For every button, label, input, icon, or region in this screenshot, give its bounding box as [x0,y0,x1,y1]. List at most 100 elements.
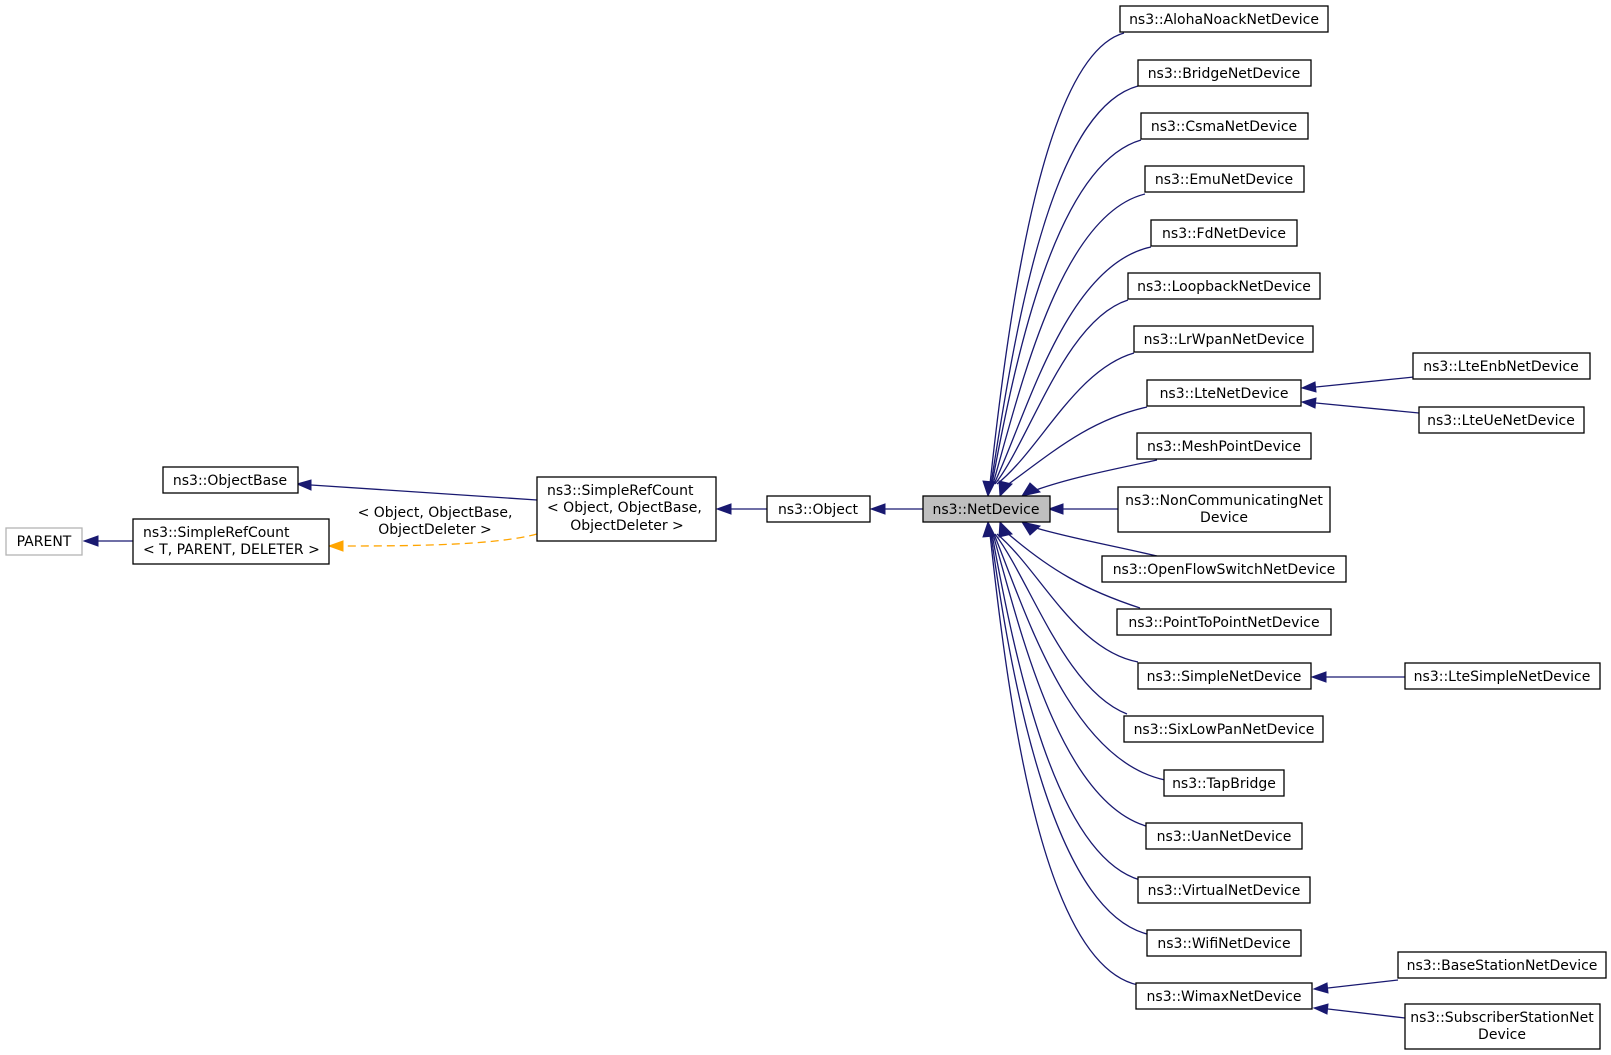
edge-simplerefcount-obj-to-objectbase [310,484,538,501]
edge-subscriber-to-wimax [1327,1008,1406,1019]
edge-virtual-to-netdevice [991,533,1141,881]
arrow-head-icon [1047,503,1064,515]
node-uan[interactable]: ns3::UanNetDevice [1145,822,1303,850]
node-label: ns3::Object [778,502,859,518]
node-label: ns3::TapBridge [1172,776,1276,792]
arrow-head-icon [1020,482,1042,497]
node-label: PARENT [17,534,72,550]
arrow-head-icon [1310,671,1327,683]
node-lteenb[interactable]: ns3::LteEnbNetDevice [1412,352,1591,380]
node-ltesimple[interactable]: ns3::LteSimpleNetDevice [1404,662,1601,690]
edge-sixlowpan-to-netdevice [994,533,1128,715]
edge-fd-to-netdevice [993,246,1152,485]
node-label-line1: ns3::SimpleRefCount [143,525,290,541]
edge-bridge-to-netdevice [990,85,1139,485]
node-wifi[interactable]: ns3::WifiNetDevice [1146,929,1302,957]
node-noncommunicating[interactable]: ns3::NonCommunicatingNet Device [1117,486,1331,533]
node-label: ns3::FdNetDevice [1162,226,1286,242]
node-label: ns3::LoopbackNetDevice [1137,279,1311,295]
node-lte[interactable]: ns3::LteNetDevice [1146,379,1302,407]
node-emu[interactable]: ns3::EmuNetDevice [1144,165,1305,193]
node-label-line2: Device [1478,1027,1526,1043]
arrow-head-icon [1312,1003,1329,1015]
node-csma[interactable]: ns3::CsmaNetDevice [1140,112,1309,140]
node-simple[interactable]: ns3::SimpleNetDevice [1137,662,1312,690]
node-label: ns3::PointToPointNetDevice [1128,615,1319,631]
node-pointtopoint[interactable]: ns3::PointToPointNetDevice [1116,608,1332,636]
edge-lte-to-netdevice [1005,406,1148,487]
node-label-line1: ns3::NonCommunicatingNet [1125,493,1323,509]
node-label: ns3::BridgeNetDevice [1148,66,1301,82]
node-label: ns3::WimaxNetDevice [1147,989,1302,1005]
node-label-line2: < T, PARENT, DELETER > [143,542,320,558]
edge-basestation-to-wimax [1327,979,1399,989]
arrow-head-icon [998,520,1013,538]
node-label-line1: ns3::SimpleRefCount [547,483,694,499]
arrow-head-icon [982,480,996,498]
edge-lrwpan-to-netdevice [996,352,1135,485]
node-basestation[interactable]: ns3::BaseStationNetDevice [1397,951,1607,979]
node-label: ns3::EmuNetDevice [1155,172,1293,188]
node-label: ns3::LrWpanNetDevice [1144,332,1305,348]
node-label: ns3::LteNetDevice [1160,386,1289,402]
edge-p2p-to-netdevice [1005,531,1141,609]
node-label: ns3::AlohaNoackNetDevice [1129,12,1319,28]
node-objectbase[interactable]: ns3::ObjectBase [162,466,299,494]
template-args-label-line2: ObjectDeleter > [378,522,492,538]
edge-openflow-to-netdevice [1035,527,1158,557]
node-label: ns3::UanNetDevice [1157,829,1292,845]
arrow-head-icon [1312,982,1329,994]
node-openflow[interactable]: ns3::OpenFlowSwitchNetDevice [1101,555,1347,583]
node-lteue[interactable]: ns3::LteUeNetDevice [1418,406,1585,434]
arrow-head-icon [82,535,99,547]
arrow-head-icon [1300,381,1317,393]
node-label: ns3::BaseStationNetDevice [1407,958,1598,974]
node-wimax[interactable]: ns3::WimaxNetDevice [1135,982,1313,1010]
node-fd[interactable]: ns3::FdNetDevice [1150,219,1298,247]
arrow-head-icon [869,503,886,515]
node-netdevice[interactable]: ns3::NetDevice [922,495,1051,523]
node-loopback[interactable]: ns3::LoopbackNetDevice [1127,272,1321,300]
node-label-line3: ObjectDeleter > [570,518,684,534]
arrow-head-icon [1300,397,1317,409]
node-bridge[interactable]: ns3::BridgeNetDevice [1137,59,1312,87]
node-meshpoint[interactable]: ns3::MeshPointDevice [1136,432,1312,460]
node-aloha[interactable]: ns3::AlohaNoackNetDevice [1119,5,1329,33]
node-subscriberstation[interactable]: ns3::SubscriberStationNet Device [1404,1003,1601,1050]
node-parent[interactable]: PARENT [5,527,83,556]
arrow-head-icon [327,540,344,552]
edges: < Object, ObjectBase, ObjectDeleter > [82,32,1420,1019]
edge-lteenb-to-lte [1315,376,1415,388]
arrow-head-icon [998,480,1013,498]
edge-uan-to-netdevice [992,533,1147,827]
node-label: ns3::LteSimpleNetDevice [1414,669,1591,685]
template-args-label-line1: < Object, ObjectBase, [358,505,513,521]
edge-wimax-to-netdevice [989,533,1139,986]
node-label: ns3::SimpleNetDevice [1147,669,1302,685]
node-label: ns3::VirtualNetDevice [1148,883,1301,899]
node-label: ns3::NetDevice [933,502,1040,518]
edge-csma-to-netdevice [991,139,1142,485]
node-sixlowpan[interactable]: ns3::SixLowPanNetDevice [1123,715,1324,743]
arrow-head-icon [982,520,996,538]
node-label: ns3::OpenFlowSwitchNetDevice [1113,562,1336,578]
node-tapbridge[interactable]: ns3::TapBridge [1163,769,1285,797]
node-simplerefcount-t[interactable]: ns3::SimpleRefCount < T, PARENT, DELETER… [132,518,330,565]
node-label: ns3::WifiNetDevice [1157,936,1290,952]
node-label: ns3::SixLowPanNetDevice [1134,722,1315,738]
edge-lteue-to-lte [1315,402,1420,414]
netdevice-children-edges [982,32,1166,986]
arrow-head-icon [1020,521,1042,536]
edge-template-instantiation [342,533,538,547]
edge-simple-to-netdevice [996,533,1139,663]
edge-loopback-to-netdevice [994,299,1129,485]
node-simplerefcount-object[interactable]: ns3::SimpleRefCount < Object, ObjectBase… [536,476,717,542]
node-label-line1: ns3::SubscriberStationNet [1410,1010,1594,1026]
node-label: ns3::LteUeNetDevice [1427,413,1575,429]
edge-emu-to-netdevice [992,193,1146,485]
node-lrwpan[interactable]: ns3::LrWpanNetDevice [1133,325,1314,353]
edge-wifi-to-netdevice [990,533,1148,935]
node-object[interactable]: ns3::Object [766,495,871,523]
node-virtual[interactable]: ns3::VirtualNetDevice [1137,876,1311,904]
